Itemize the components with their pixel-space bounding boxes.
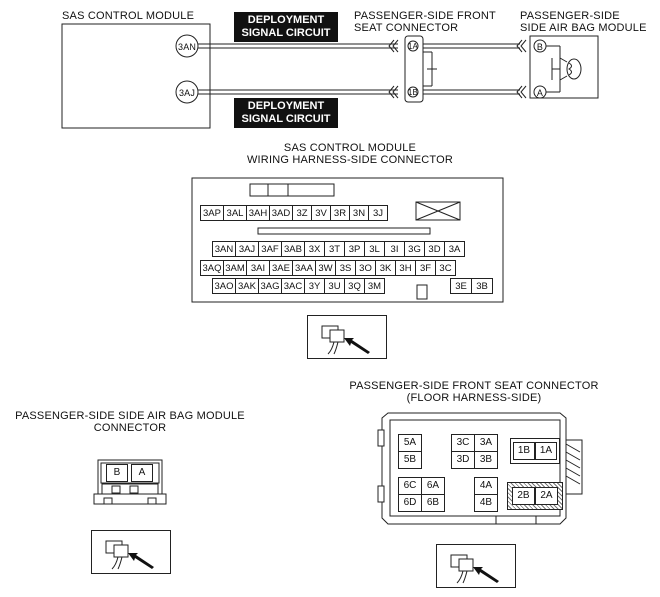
seat-connector-title: PASSENGER-SIDE FRONT SEAT CONNECTOR (FLO…: [330, 380, 618, 404]
seat-pin-6b: 6B: [421, 494, 445, 512]
title-line: PASSENGER-SIDE SIDE AIR BAG MODULE: [15, 410, 245, 422]
harness-connector-title: SAS CONTROL MODULE WIRING HARNESS-SIDE C…: [200, 142, 500, 166]
harness-pin-3v: 3V: [311, 205, 331, 221]
harness-pin-3a: 3A: [444, 241, 465, 257]
sas-module-label: SAS CONTROL MODULE: [62, 10, 195, 22]
seat-pin-5b: 5B: [398, 451, 422, 469]
airbag-pin-a: A: [131, 464, 153, 482]
seat-pin-1b: 1B: [513, 442, 535, 460]
harness-pin-3ah: 3AH: [246, 205, 270, 221]
label-line: SEAT CONNECTOR: [354, 22, 459, 34]
harness-pin-3am: 3AM: [223, 260, 247, 276]
harness-pin-3ae: 3AE: [269, 260, 293, 276]
harness-pin-3ad: 3AD: [269, 205, 293, 221]
seat-pin-6d: 6D: [398, 494, 422, 512]
connector-arrow-icon: [450, 554, 499, 584]
harness-pin-3s: 3S: [335, 260, 356, 276]
harness-pin-3p: 3P: [344, 241, 365, 257]
harness-pin-3ag: 3AG: [258, 278, 282, 294]
harness-pin-3f: 3F: [415, 260, 436, 276]
title-line: WIRING HARNESS-SIDE CONNECTOR: [246, 154, 454, 166]
seat-pin-2b: 2B: [512, 487, 535, 505]
harness-pin-3j: 3J: [368, 205, 388, 221]
harness-pin-3h: 3H: [395, 260, 416, 276]
title-line: CONNECTOR: [93, 422, 167, 434]
seat-pin-4b: 4B: [474, 494, 498, 512]
label-line: SIDE AIR BAG MODULE: [520, 22, 647, 34]
deployment-badge-bottom: DEPLOYMENT SIGNAL CIRCUIT: [234, 98, 338, 128]
title-line: (FLOOR HARNESS-SIDE): [406, 392, 542, 404]
seat-pin-2a: 2A: [535, 487, 558, 505]
harness-pin-3w: 3W: [315, 260, 336, 276]
harness-pin-3z: 3Z: [292, 205, 312, 221]
harness-pin-3ab: 3AB: [281, 241, 305, 257]
harness-pin-3y: 3Y: [304, 278, 325, 294]
terminal-b: B: [536, 42, 544, 52]
airbag-pin-b: B: [106, 464, 128, 482]
harness-pin-3ap: 3AP: [200, 205, 224, 221]
view-direction-icon: [436, 544, 516, 588]
title-line: PASSENGER-SIDE FRONT SEAT CONNECTOR: [349, 380, 599, 392]
harness-pin-3n: 3N: [349, 205, 369, 221]
harness-pin-3q: 3Q: [344, 278, 365, 294]
badge-line: DEPLOYMENT: [247, 100, 325, 112]
terminal-1a: 1A: [407, 42, 419, 51]
view-direction-icon: [307, 315, 387, 359]
badge-line: DEPLOYMENT: [247, 14, 325, 26]
harness-pin-3o: 3O: [355, 260, 376, 276]
harness-pin-3i: 3I: [384, 241, 405, 257]
harness-pin-3l: 3L: [364, 241, 385, 257]
harness-pin-3ak: 3AK: [235, 278, 259, 294]
harness-pin-3d: 3D: [424, 241, 445, 257]
terminal-3aj: 3AJ: [178, 88, 196, 98]
terminal-3an: 3AN: [178, 42, 197, 52]
harness-pin-3k: 3K: [375, 260, 396, 276]
harness-pin-3g: 3G: [404, 241, 425, 257]
harness-pin-3r: 3R: [330, 205, 350, 221]
terminal-a: A: [536, 88, 544, 98]
seat-pin-3c: 3C: [451, 434, 475, 452]
harness-pin-3af: 3AF: [258, 241, 282, 257]
badge-line: SIGNAL CIRCUIT: [241, 27, 331, 39]
harness-pin-3e: 3E: [450, 278, 472, 294]
terminal-1b: 1B: [407, 88, 419, 97]
harness-pin-3aj: 3AJ: [235, 241, 259, 257]
harness-pin-3b: 3B: [471, 278, 493, 294]
seat-pin-3b: 3B: [474, 451, 498, 469]
seat-pin-6a: 6A: [421, 477, 445, 495]
harness-pin-3x: 3X: [304, 241, 325, 257]
view-direction-icon: [91, 530, 171, 574]
airbag-module-label: PASSENGER-SIDE SIDE AIR BAG MODULE: [520, 10, 647, 34]
seat-connector-label: PASSENGER-SIDE FRONT SEAT CONNECTOR: [354, 10, 496, 34]
title-line: SAS CONTROL MODULE: [283, 142, 417, 154]
connector-arrow-icon: [105, 540, 154, 570]
harness-pin-3u: 3U: [324, 278, 345, 294]
seat-pin-5a: 5A: [398, 434, 422, 452]
harness-pin-3m: 3M: [364, 278, 385, 294]
label-line: PASSENGER-SIDE FRONT: [354, 10, 496, 22]
harness-pin-3ac: 3AC: [281, 278, 305, 294]
harness-pin-3an: 3AN: [212, 241, 236, 257]
airbag-connector-title: PASSENGER-SIDE SIDE AIR BAG MODULE CONNE…: [6, 410, 254, 434]
harness-pin-3al: 3AL: [223, 205, 247, 221]
seat-pin-6c: 6C: [398, 477, 422, 495]
seat-pin-4a: 4A: [474, 477, 498, 495]
badge-line: SIGNAL CIRCUIT: [241, 113, 331, 125]
deployment-badge-top: DEPLOYMENT SIGNAL CIRCUIT: [234, 12, 338, 42]
label-line: PASSENGER-SIDE: [520, 10, 620, 22]
seat-pin-1a: 1A: [535, 442, 557, 460]
harness-pin-3ai: 3AI: [246, 260, 270, 276]
harness-pin-3ao: 3AO: [212, 278, 236, 294]
harness-pin-3t: 3T: [324, 241, 345, 257]
harness-pin-3aa: 3AA: [292, 260, 316, 276]
seat-pin-3a: 3A: [474, 434, 498, 452]
harness-pin-3c: 3C: [435, 260, 456, 276]
harness-pin-3aq: 3AQ: [200, 260, 224, 276]
connector-arrow-icon: [321, 325, 370, 355]
seat-pin-3d: 3D: [451, 451, 475, 469]
